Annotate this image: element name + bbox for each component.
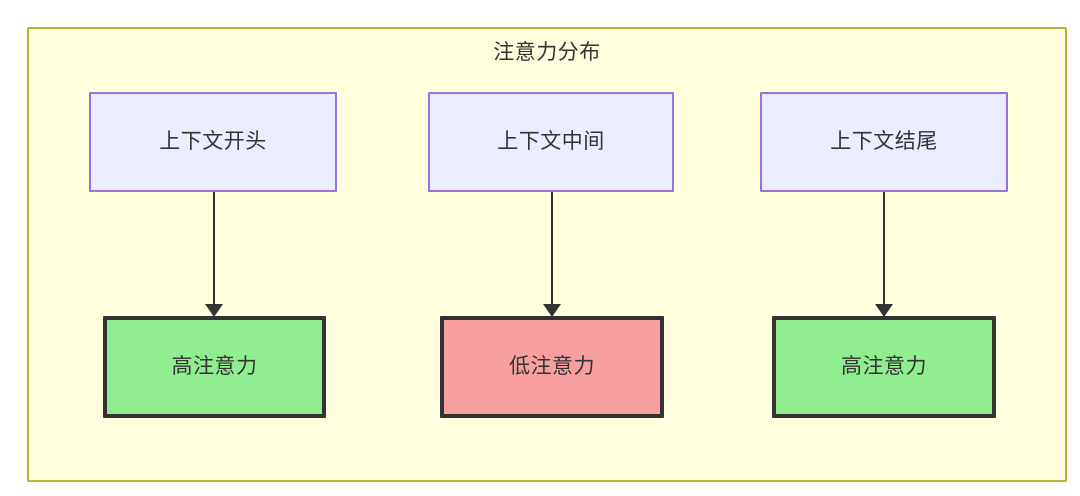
node-context-middle[interactable]: 上下文中间 [428, 92, 674, 192]
node-attention-low-label: 低注意力 [509, 355, 595, 378]
node-context-beginning[interactable]: 上下文开头 [89, 92, 337, 192]
node-attention-high-2[interactable]: 高注意力 [772, 316, 996, 418]
node-context-end[interactable]: 上下文结尾 [760, 92, 1008, 192]
edge-arrow-1 [213, 192, 215, 304]
node-context-beginning-label: 上下文开头 [159, 130, 267, 153]
node-context-end-label: 上下文结尾 [830, 130, 938, 153]
node-attention-high-1[interactable]: 高注意力 [103, 316, 326, 418]
subgraph-title: 注意力分布 [493, 41, 601, 64]
edge-arrow-3 [883, 192, 885, 304]
node-attention-high-2-label: 高注意力 [841, 355, 927, 378]
node-attention-high-1-label: 高注意力 [171, 355, 258, 378]
node-context-middle-label: 上下文中间 [497, 130, 605, 153]
node-attention-low[interactable]: 低注意力 [440, 316, 664, 418]
edge-arrow-2 [551, 192, 553, 304]
